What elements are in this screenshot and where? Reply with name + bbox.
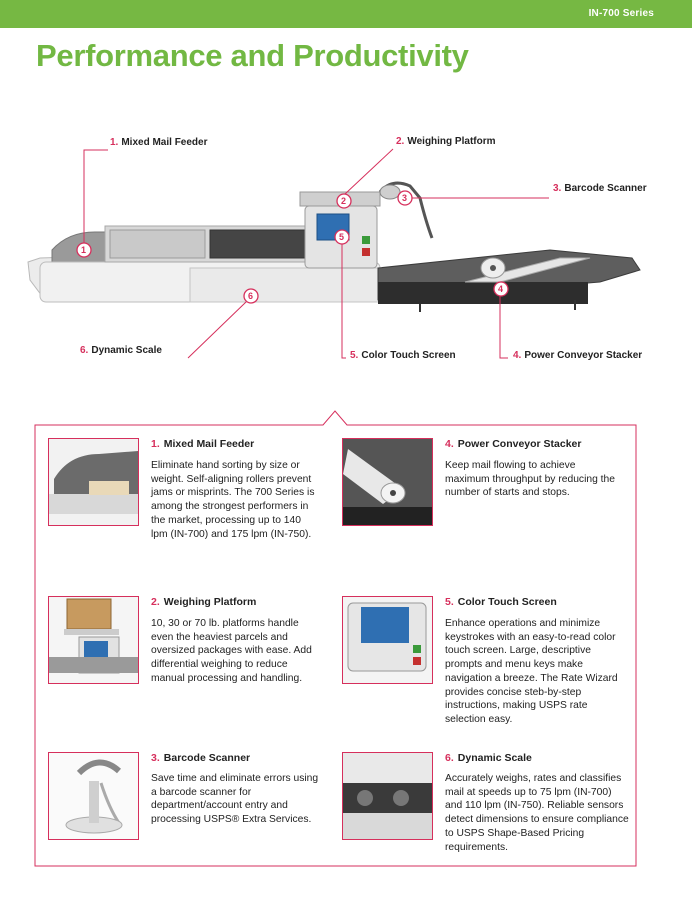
- series-label: IN-700 Series: [588, 8, 654, 19]
- feature-5-body: Enhance operations and minimize keystrok…: [445, 618, 618, 725]
- callout-label: Dynamic Scale: [91, 345, 162, 356]
- page-title: Performance and Productivity: [36, 38, 469, 73]
- marker-3-label: 3: [402, 193, 407, 203]
- callout-barcode-scanner: 3.Barcode Scanner: [553, 183, 647, 194]
- callout-num: 3.: [553, 183, 562, 194]
- dynamic-scale-thumbnail: [342, 752, 433, 840]
- feature-num: 5.: [445, 596, 454, 608]
- feature-6-heading: 6.Dynamic Scale: [445, 752, 532, 764]
- feature-4-heading: 4.Power Conveyor Stacker: [445, 438, 581, 450]
- feature-title: Barcode Scanner: [163, 752, 251, 764]
- marker-5-label: 5: [339, 232, 344, 242]
- feature-1-heading: 1.Mixed Mail Feeder: [151, 438, 254, 450]
- feature-4-body: Keep mail flowing to achieve maximum thr…: [445, 460, 615, 499]
- feeder-thumbnail: [48, 438, 139, 526]
- feature-2-heading: 2.Weighing Platform: [151, 596, 256, 608]
- marker-5: 5: [334, 229, 350, 245]
- conveyor-stacker-thumbnail: [342, 438, 433, 526]
- feature-num: 3.: [151, 752, 160, 764]
- feature-num: 1.: [151, 438, 160, 450]
- marker-3: 3: [397, 190, 413, 206]
- callout-label: Color Touch Screen: [361, 350, 456, 361]
- marker-4: 4: [493, 281, 509, 297]
- marker-1-label: 1: [81, 245, 86, 255]
- callout-color-touch-screen: 5.Color Touch Screen: [350, 350, 456, 361]
- marker-6: 6: [243, 288, 259, 304]
- callout-num: 2.: [396, 136, 405, 147]
- callout-num: 1.: [110, 137, 119, 148]
- marker-2: 2: [336, 193, 352, 209]
- feature-title: Color Touch Screen: [457, 596, 557, 608]
- callout-weighing-platform: 2.Weighing Platform: [396, 136, 496, 147]
- feature-title: Dynamic Scale: [457, 752, 532, 764]
- feature-1-body: Eliminate hand sorting by size or weight…: [151, 460, 315, 540]
- callout-label: Weighing Platform: [407, 136, 496, 147]
- feature-6-body: Accurately weighs, rates and classifies …: [445, 773, 629, 853]
- callout-dynamic-scale: 6.Dynamic Scale: [80, 345, 162, 356]
- machine-illustration: 1 2 3 4 5 6: [27, 148, 641, 359]
- feature-num: 2.: [151, 596, 160, 608]
- weighing-platform-thumbnail: [48, 596, 139, 684]
- callout-mixed-mail-feeder: 1.Mixed Mail Feeder: [110, 137, 207, 148]
- feature-title: Weighing Platform: [163, 596, 257, 608]
- feature-2-body: 10, 30 or 70 lb. platforms handle even t…: [151, 618, 312, 684]
- feature-num: 6.: [445, 752, 454, 764]
- feature-5-heading: 5.Color Touch Screen: [445, 596, 557, 608]
- callout-power-conveyor-stacker: 4.Power Conveyor Stacker: [513, 350, 642, 361]
- marker-2-label: 2: [341, 196, 346, 206]
- marker-6-label: 6: [248, 291, 253, 301]
- callout-label: Mixed Mail Feeder: [121, 137, 208, 148]
- feature-num: 4.: [445, 438, 454, 450]
- marker-1: 1: [76, 242, 92, 258]
- marker-4-label: 4: [498, 284, 503, 294]
- callout-label: Barcode Scanner: [564, 183, 647, 194]
- header-bar: IN-700 Series: [0, 0, 692, 28]
- barcode-scanner-thumbnail: [48, 752, 139, 840]
- callout-num: 6.: [80, 345, 89, 356]
- callout-num: 4.: [513, 350, 522, 361]
- touch-screen-thumbnail: [342, 596, 433, 684]
- callout-label: Power Conveyor Stacker: [524, 350, 643, 361]
- callout-num: 5.: [350, 350, 359, 361]
- feature-3-body: Save time and eliminate errors using a b…: [151, 773, 319, 826]
- feature-3-heading: 3.Barcode Scanner: [151, 752, 250, 764]
- feature-title: Power Conveyor Stacker: [457, 438, 582, 450]
- feature-title: Mixed Mail Feeder: [163, 438, 255, 450]
